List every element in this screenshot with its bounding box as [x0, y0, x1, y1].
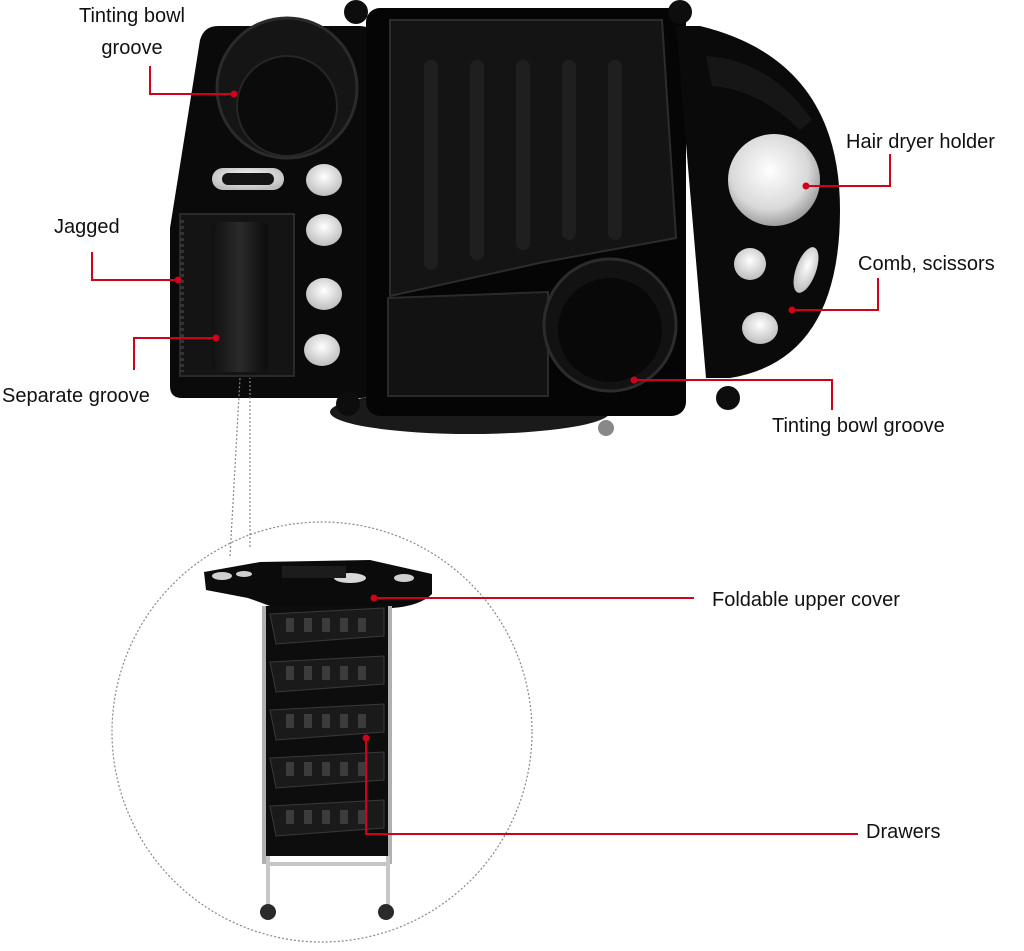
- leader-tinting-bowl-groove-top: [149, 66, 234, 95]
- label-line: groove: [101, 37, 163, 59]
- leader-dot: [174, 276, 182, 284]
- label-separate-groove: Separate groove: [2, 385, 150, 407]
- label-hair-dryer-holder: Hair dryer holder: [846, 131, 995, 153]
- drawers-group: [269, 607, 385, 837]
- label-drawers: Drawers: [866, 821, 941, 843]
- drawer-slot: [286, 810, 294, 824]
- drawer-slot: [304, 810, 312, 824]
- trolley-icon: [204, 560, 432, 920]
- leader-hair-dryer-holder: [806, 154, 891, 187]
- drawer-slot: [358, 810, 366, 824]
- leader-dot: [212, 334, 220, 342]
- label-line: Tinting bowl: [79, 5, 185, 27]
- drawer-slot: [340, 618, 348, 632]
- drawer-slot: [286, 714, 294, 728]
- drawer-slot: [340, 810, 348, 824]
- leader-separate-groove: [133, 337, 216, 370]
- leader-dot: [802, 182, 810, 190]
- label-tinting-bowl-groove-bottom: Tinting bowl groove: [772, 415, 945, 437]
- drawer-slot: [304, 714, 312, 728]
- zoom-circle: [111, 377, 533, 943]
- label-tinting-bowl-groove-top: Tinting bowl groove: [64, 4, 200, 60]
- drawer-slot: [304, 666, 312, 680]
- drawer-slot: [358, 762, 366, 776]
- drawer-slot: [340, 714, 348, 728]
- label-comb-scissors: Comb, scissors: [858, 253, 995, 275]
- leader-dot: [230, 90, 238, 98]
- label-jagged: Jagged: [54, 216, 120, 238]
- leader-dot: [788, 306, 796, 314]
- drawer-slot: [322, 810, 330, 824]
- callout-leaders: [91, 66, 891, 835]
- leader-dot: [370, 594, 378, 602]
- drawer-slot: [322, 714, 330, 728]
- leader-comb-scissors: [792, 278, 879, 311]
- drawer-slot: [340, 762, 348, 776]
- leader-tinting-bowl-groove-bottom: [634, 379, 833, 410]
- drawer-slot: [358, 714, 366, 728]
- drawer-slot: [304, 618, 312, 632]
- tray-top-view-icon: [170, 0, 840, 436]
- leader-dot: [362, 734, 370, 742]
- drawer-slot: [322, 618, 330, 632]
- drawer-slot: [304, 762, 312, 776]
- leader-drawers: [365, 738, 858, 835]
- drawer-slot: [286, 618, 294, 632]
- leader-dot: [630, 376, 638, 384]
- drawer-slot: [286, 762, 294, 776]
- drawer-slot: [358, 666, 366, 680]
- leader-jagged: [91, 252, 178, 281]
- drawer-slot: [358, 618, 366, 632]
- drawer-slot: [322, 762, 330, 776]
- drawer-slot: [286, 666, 294, 680]
- label-foldable-upper-cover: Foldable upper cover: [712, 589, 900, 611]
- drawer-slot: [340, 666, 348, 680]
- drawer-slot: [322, 666, 330, 680]
